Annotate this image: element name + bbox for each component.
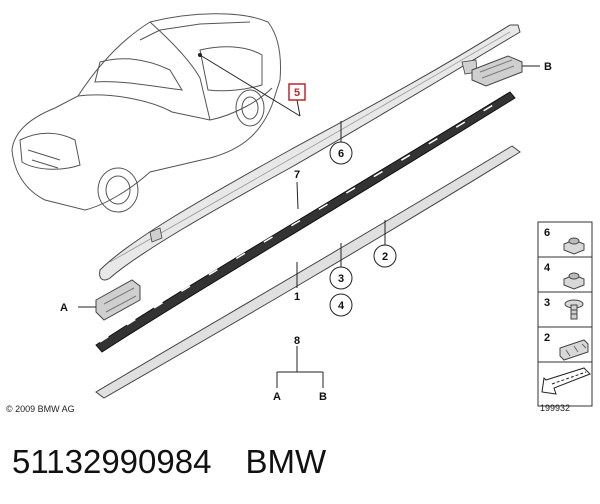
arrow-icon [541, 367, 591, 395]
leader-car-to-rail [199, 54, 301, 117]
legend-item-6: 6 [544, 227, 550, 239]
drawing-number: 199932 [540, 403, 571, 413]
part-number: 51132990984 [12, 443, 212, 480]
legend-item-4: 4 [544, 262, 551, 274]
leader-lines [276, 99, 386, 388]
label-sub-b: B [319, 391, 327, 403]
callout-4: 4 [338, 300, 345, 312]
nut-icon [563, 237, 585, 255]
clip-a [95, 279, 141, 321]
legend-item-2: 2 [544, 332, 550, 344]
callout-2-circle [373, 244, 397, 268]
leader-dot [198, 53, 202, 57]
seal-strip [95, 91, 516, 353]
label-a: A [60, 302, 68, 314]
callout-5: 5 [294, 87, 300, 99]
brand-name: BMW [245, 443, 327, 480]
callout-4-circle [329, 293, 353, 317]
callout-5-box [288, 83, 306, 101]
callout-3-circle [329, 266, 353, 290]
callout-7: 7 [294, 169, 300, 181]
callout-6: 6 [338, 148, 344, 160]
bracket-icon [559, 339, 589, 361]
clip-stud-icon [564, 299, 584, 320]
car-illustration [11, 13, 281, 213]
callout-2: 2 [382, 251, 388, 263]
legend-item-3: 3 [544, 297, 550, 309]
parts-diagram: 5 6 7 2 3 4 1 8 A B A B 6 4 3 [11, 13, 593, 407]
trim-strip [95, 145, 521, 399]
label-sub-a: A [273, 391, 281, 403]
legend-panel: 6 4 3 2 [537, 221, 593, 407]
callout-6-circle [329, 141, 353, 165]
nut-icon [563, 272, 585, 290]
callout-1: 1 [294, 291, 300, 303]
part-caption: 51132990984 BMW [12, 436, 326, 488]
clip-b [471, 55, 523, 87]
callout-8: 8 [294, 335, 300, 347]
copyright-text: © 2009 BMW AG [6, 404, 75, 414]
roof-rail [99, 24, 521, 281]
callout-3: 3 [338, 273, 344, 285]
label-b: B [544, 61, 552, 73]
